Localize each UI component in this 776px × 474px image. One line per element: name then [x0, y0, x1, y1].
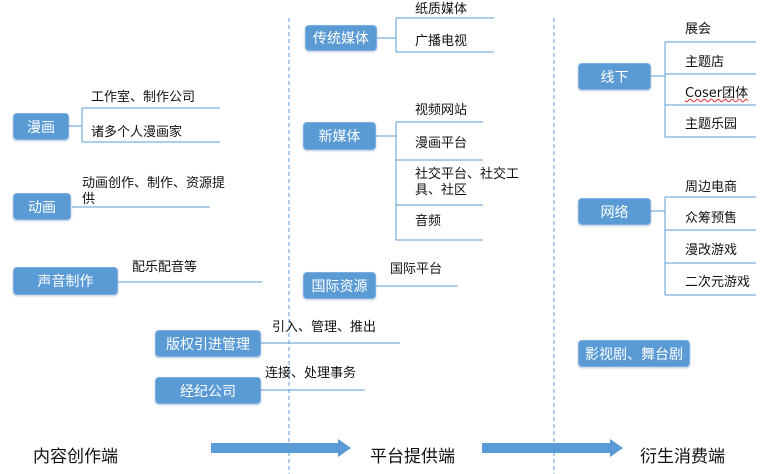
stage-label-platform: 平台提供端	[370, 447, 455, 467]
offline-box: 线下	[578, 63, 651, 90]
newmedia-item-3: 社交平台、社交工具、社区	[415, 167, 520, 198]
stage-label-consumption: 衍生消费端	[640, 447, 725, 467]
manga-box: 漫画	[13, 113, 69, 140]
copyright-item-1: 引入、管理、推出	[272, 320, 377, 335]
line-online	[651, 196, 756, 296]
copyright-box: 版权引进管理	[155, 330, 261, 357]
newmedia-item-2: 漫画平台	[415, 136, 468, 151]
traditional-media-box: 传统媒体	[305, 25, 377, 51]
flow-arrow-2	[482, 439, 623, 457]
offline-item-1: 展会	[685, 22, 712, 37]
traditional-item-2: 广播电视	[415, 34, 468, 49]
online-item-1: 周边电商	[685, 180, 738, 195]
offline-item-3-text: Coser团体	[685, 86, 749, 101]
line-offline	[651, 41, 756, 138]
line-newmedia	[376, 121, 483, 241]
newmedia-item-4: 音频	[415, 214, 442, 229]
sound-item-1: 配乐配音等	[132, 260, 198, 275]
animation-item-1: 动画创作、制作、资源提供	[82, 176, 226, 207]
newmedia-item-1: 视频网站	[415, 103, 468, 118]
offline-item-4: 主题乐园	[685, 117, 738, 132]
agency-box: 经纪公司	[155, 377, 261, 404]
international-box: 国际资源	[303, 272, 376, 299]
offline-item-3: Coser团体	[685, 86, 748, 102]
online-item-4: 二次元游戏	[685, 275, 751, 290]
online-item-2: 众筹预售	[685, 211, 738, 226]
online-item-3: 漫改游戏	[685, 243, 738, 258]
animation-box: 动画	[13, 193, 71, 220]
manga-item-2: 诸多个人漫画家	[91, 125, 183, 140]
agency-item-1: 连接、处理事务	[265, 366, 357, 381]
flow-arrow-1	[211, 439, 351, 457]
online-box: 网络	[578, 198, 651, 225]
stage-label-creation: 内容创作端	[33, 447, 118, 467]
new-media-box: 新媒体	[303, 122, 376, 150]
offline-item-2: 主题店	[685, 55, 725, 70]
traditional-item-1: 纸质媒体	[415, 2, 468, 17]
line-traditional	[377, 17, 494, 53]
film-stage-box: 影视剧、舞台剧	[578, 340, 690, 367]
international-item-1: 国际平台	[390, 262, 443, 277]
sound-box: 声音制作	[13, 267, 118, 295]
line-manga	[68, 107, 220, 143]
manga-item-1: 工作室、制作公司	[91, 90, 196, 105]
